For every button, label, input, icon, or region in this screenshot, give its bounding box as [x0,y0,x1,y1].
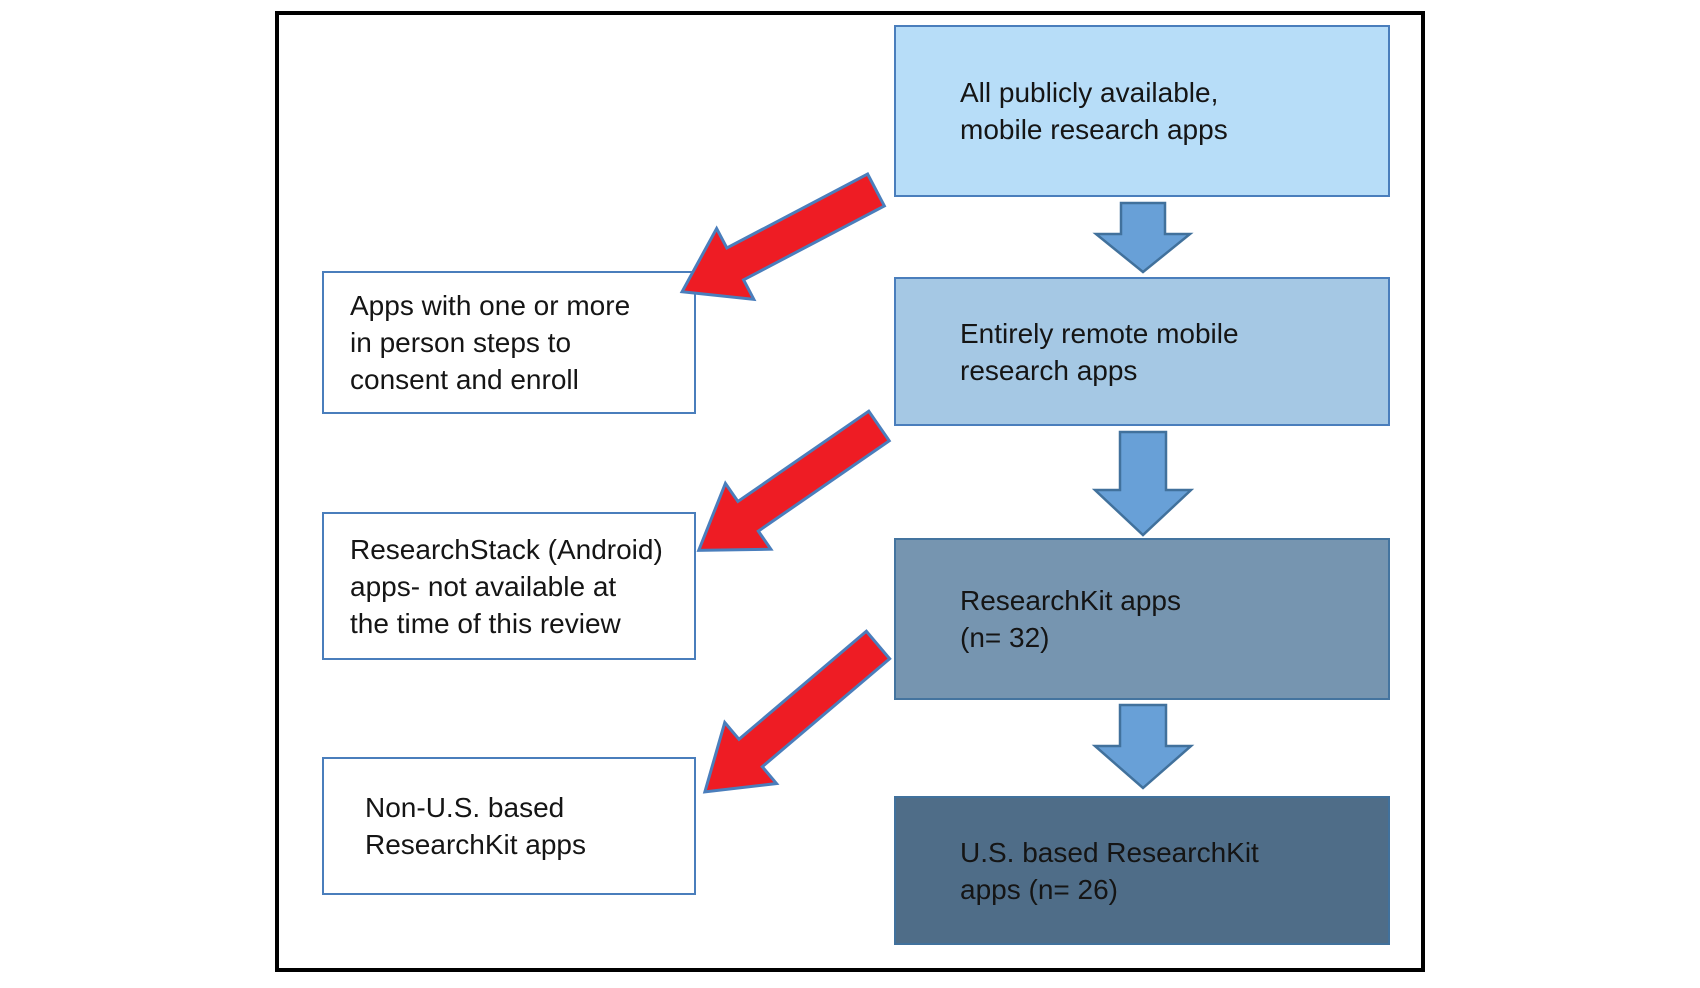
text-line: mobile research apps [960,114,1228,145]
text-line: consent and enroll [350,364,579,395]
text-line: ResearchKit apps [365,829,587,860]
excluded-box-in-person-text: Apps with one or more in person steps to… [350,287,630,398]
flow-box-researchkit-apps-text: ResearchKit apps (n= 32) [960,582,1181,656]
excluded-box-researchstack-text: ResearchStack (Android) apps- not availa… [350,531,663,642]
text-line: ResearchKit apps [960,585,1182,616]
flow-box-all-apps-text: All publicly available, mobile research … [960,74,1228,148]
excluded-box-non-us: Non-U.S. based ResearchKit apps [322,757,696,895]
flow-box-all-apps: All publicly available, mobile research … [894,25,1390,197]
flow-box-remote-apps-text: Entirely remote mobile research apps [960,315,1239,389]
flow-box-us-researchkit-apps-text: U.S. based ResearchKit apps (n= 26) [960,834,1259,908]
excluded-box-non-us-text: Non-U.S. based ResearchKit apps [365,789,586,863]
text-line: the time of this review [350,607,621,639]
text-line: (n= 32) [960,622,1050,653]
excluded-box-researchstack: ResearchStack (Android) apps- not availa… [322,512,696,660]
text-line: research apps [960,354,1138,386]
flow-box-researchkit-apps: ResearchKit apps (n= 32) [894,538,1390,700]
text-line: U.S. based ResearchKit [960,836,1259,868]
text-line: Entirely remote mobile [960,317,1239,349]
text-line: Non-U.S. based [365,792,565,823]
flow-box-remote-apps: Entirely remote mobile research apps [894,277,1390,426]
text-line: ResearchStack (Android) [350,533,663,565]
text-line: in person steps to [350,327,572,358]
flow-box-us-researchkit-apps: U.S. based ResearchKit apps (n= 26) [894,796,1390,945]
text-line: All publicly available, [960,77,1219,108]
text-line: apps- not available at [350,570,617,602]
text-line: Apps with one or more [350,290,631,321]
excluded-box-in-person: Apps with one or more in person steps to… [322,271,696,414]
text-line: apps (n= 26) [960,873,1118,905]
